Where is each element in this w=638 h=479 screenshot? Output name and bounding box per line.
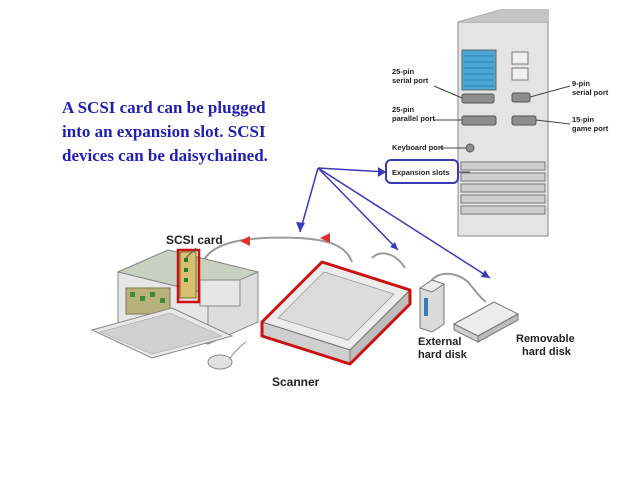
- caption-text: A SCSI card can be plugged into an expan…: [62, 96, 332, 168]
- cable-arrows: [240, 233, 330, 246]
- label-removable-line1: Removable: [516, 333, 575, 345]
- label-parallel-line2: parallel port: [392, 114, 435, 123]
- label-25pin-serial-line1: 25-pin: [392, 67, 415, 76]
- computer-tower: [457, 9, 549, 237]
- label-keyboard-port: Keyboard port: [392, 143, 444, 152]
- scanner: [260, 260, 412, 366]
- callout-lines: [299, 167, 491, 279]
- caption-line-3: devices can be daisychained.: [62, 146, 268, 165]
- label-scanner: Scanner: [272, 375, 320, 389]
- label-game-port-line2: game port: [572, 124, 609, 133]
- label-parallel-line1: 25-pin: [392, 105, 415, 114]
- caption-line-1: A SCSI card can be plugged: [62, 98, 266, 117]
- label-external-line2: hard disk: [418, 349, 468, 361]
- label-external-line1: External: [418, 336, 461, 348]
- keyboard: [90, 307, 234, 359]
- label-removable-line2: hard disk: [522, 346, 572, 358]
- external-hard-disk: [418, 279, 446, 333]
- port-leader-lines: [433, 85, 571, 173]
- scsi-cables: [199, 236, 487, 303]
- caption-line-2: into an expansion slot. SCSI: [62, 122, 266, 141]
- scsi-card-highlight: [176, 248, 201, 304]
- mouse: [207, 354, 233, 370]
- label-expansion-slots: Expansion slots: [392, 168, 450, 177]
- desktop-computer: [116, 248, 260, 345]
- label-25pin-serial-line2: serial port: [392, 76, 429, 85]
- label-scsi-card: SCSI card: [166, 233, 223, 247]
- label-game-port-line1: 15-pin: [572, 115, 595, 124]
- label-9pin-serial-line2: serial port: [572, 88, 609, 97]
- callout-arrowheads: [296, 167, 490, 278]
- removable-hard-disk: [452, 301, 520, 343]
- label-9pin-serial-line1: 9-pin: [572, 79, 590, 88]
- scanner-highlight: [260, 260, 412, 366]
